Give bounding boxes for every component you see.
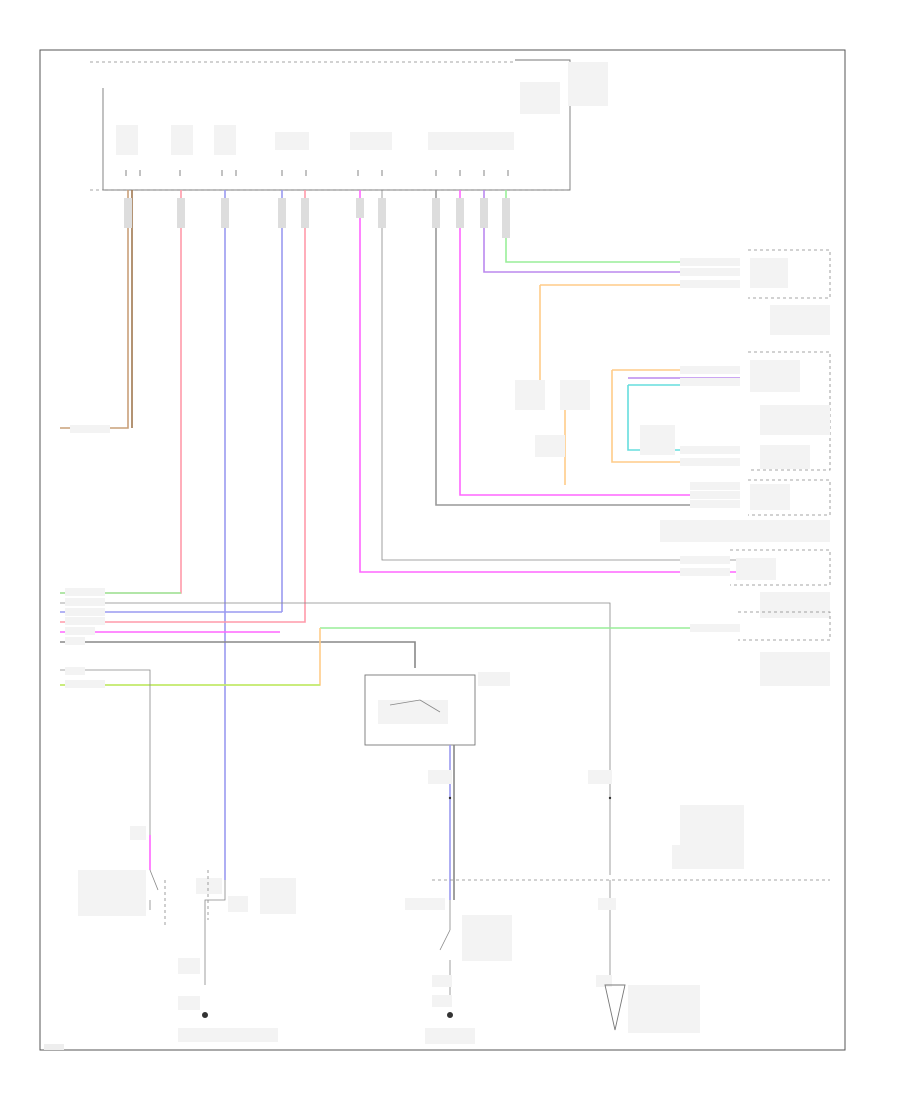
main-wires (60, 190, 740, 880)
right-wire-labels (680, 258, 740, 632)
module-right-4 (730, 549, 831, 618)
lower-connector (428, 770, 830, 881)
bottom-right-sensor (596, 880, 700, 1033)
sensor-right-1 (539, 249, 831, 380)
wire-magenta (359, 190, 740, 573)
oil-pressure-switch (78, 826, 166, 925)
fuel-sensor (178, 870, 296, 1042)
sensor-right-2 (515, 351, 831, 485)
wire-labels (124, 198, 510, 238)
wire-darkgray (435, 190, 740, 506)
wire-pink-2 (60, 190, 306, 623)
module-pin-labels (116, 62, 608, 155)
wire-gray (381, 190, 740, 561)
module-top (90, 59, 608, 191)
wire-tan (60, 190, 129, 429)
brake-switch (405, 898, 512, 1044)
wire-pink (60, 190, 182, 594)
left-labels (44, 425, 110, 1050)
module-connectors (125, 170, 509, 176)
center-switch (364, 672, 510, 900)
wire-magenta-2 (459, 190, 740, 496)
wire-green-top (505, 190, 740, 263)
sensor-right-3 (660, 479, 831, 542)
diagram-frame (39, 49, 846, 1051)
